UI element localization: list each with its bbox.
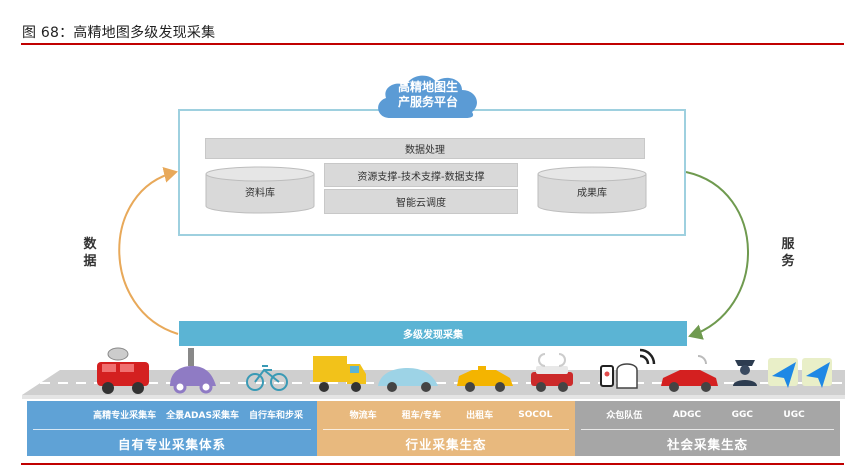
category-divider bbox=[33, 429, 311, 430]
subitem-hd-survey-car: 高精专业采集车 bbox=[93, 411, 157, 421]
database-icon bbox=[205, 166, 315, 214]
subitem-logistics: 物流车 bbox=[349, 411, 377, 421]
data-arrow-icon bbox=[118, 167, 179, 335]
subitem-adgc: ADGC bbox=[672, 409, 702, 420]
subitem-ugc: UGC bbox=[783, 409, 805, 420]
category-subitems: 物流车 租车/专车 出租车 SOCOL bbox=[317, 401, 575, 428]
data-flow-label: 数 据 bbox=[82, 236, 98, 270]
hd-survey-car-icon bbox=[97, 347, 149, 394]
taxi-icon bbox=[457, 366, 513, 392]
category-subitems: 高精专业采集车 全景ADAS采集车 自行车和步采 bbox=[27, 401, 317, 428]
crowdsource-team-icon bbox=[600, 348, 656, 389]
result-database: 成果库 bbox=[537, 166, 647, 214]
category-own-professional: 高精专业采集车 全景ADAS采集车 自行车和步采 自有专业采集体系 bbox=[27, 401, 317, 456]
subitem-bike-walk: 自行车和步采 bbox=[248, 411, 303, 421]
logistics-truck-icon bbox=[313, 356, 366, 392]
service-flow-char: 服 bbox=[781, 237, 795, 252]
title-rule bbox=[21, 43, 844, 45]
subitem-adas-car: 全景ADAS采集车 bbox=[166, 411, 239, 421]
cloud-title-line1: 高精地图生 bbox=[397, 80, 458, 94]
figure-title: 图 68：高精地图多级发现采集 bbox=[22, 25, 216, 41]
category-subitems: 众包队伍 ADGC GGC UGC bbox=[575, 401, 840, 428]
source-database: 资料库 bbox=[205, 166, 315, 214]
bottom-rule bbox=[21, 463, 844, 465]
ugc-map-icon-2 bbox=[802, 358, 832, 388]
service-flow-char: 务 bbox=[781, 254, 795, 269]
data-processing-bar: 数据处理 bbox=[205, 138, 645, 159]
service-flow-label: 服 务 bbox=[780, 236, 796, 270]
data-flow-char: 据 bbox=[83, 254, 97, 269]
multi-level-collection-bar: 多级发现采集 bbox=[179, 321, 687, 346]
data-flow-char: 数 bbox=[83, 237, 97, 252]
category-title: 自有专业采集体系 bbox=[117, 436, 226, 452]
subitem-rental: 租车/专车 bbox=[401, 411, 441, 421]
rental-car-icon bbox=[378, 368, 438, 392]
database-icon bbox=[537, 166, 647, 214]
cloud-title-line2: 产服务平台 bbox=[397, 95, 458, 109]
category-social: 众包队伍 ADGC GGC UGC 社会采集生态 bbox=[575, 401, 840, 456]
category-title: 社会采集生态 bbox=[666, 436, 748, 452]
service-arrow-icon bbox=[685, 171, 749, 340]
bicycle-icon bbox=[246, 365, 288, 391]
adgc-sports-car-icon bbox=[661, 355, 718, 392]
cloud-icon bbox=[378, 75, 477, 118]
ugc-map-icon-1 bbox=[768, 358, 798, 388]
cloud-scheduling-bar: 智能云调度 bbox=[324, 189, 518, 214]
category-divider bbox=[323, 429, 569, 430]
socol-mini-car-icon bbox=[531, 353, 573, 392]
subitem-crowdsource: 众包队伍 bbox=[606, 411, 643, 421]
result-database-label: 成果库 bbox=[577, 188, 607, 199]
category-title: 行业采集生态 bbox=[405, 436, 487, 452]
panoramic-adas-car-icon bbox=[170, 348, 216, 394]
subitem-ggc: GGC bbox=[731, 409, 753, 420]
source-database-label: 资料库 bbox=[245, 188, 275, 199]
subitem-taxi: 出租车 bbox=[466, 411, 494, 421]
platform-cloud: 高精地图生 产服务平台 bbox=[372, 70, 484, 120]
support-bar: 资源支撑-技术支撑-数据支撑 bbox=[324, 163, 518, 187]
subitem-socol: SOCOL bbox=[518, 409, 553, 420]
category-divider bbox=[581, 429, 834, 430]
category-industry: 物流车 租车/专车 出租车 SOCOL 行业采集生态 bbox=[317, 401, 575, 456]
ggc-officer-icon bbox=[733, 360, 757, 386]
